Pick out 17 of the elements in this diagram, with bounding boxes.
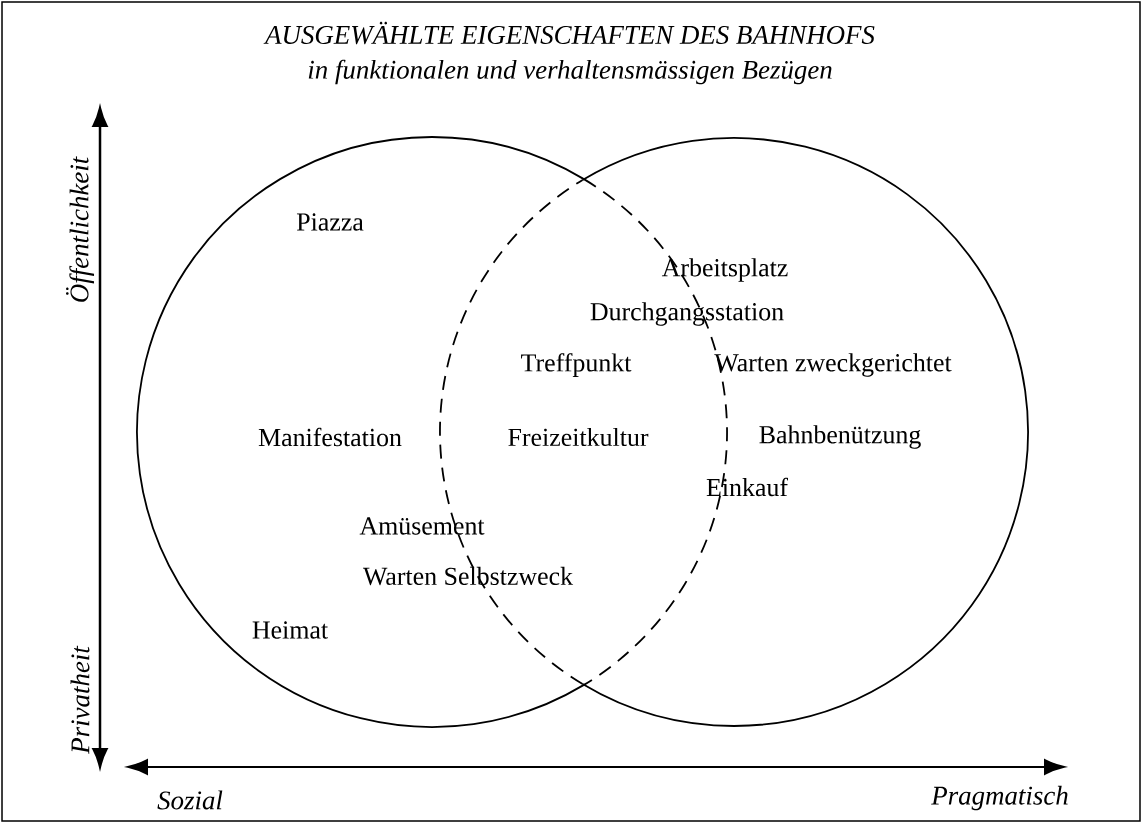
property-label: Piazza [296, 213, 364, 231]
property-label: Heimat [252, 621, 328, 639]
axis-label: Sozial [157, 790, 223, 810]
property-label: Treffpunkt [521, 353, 632, 377]
property-label: Arbeitsplatz [661, 258, 788, 282]
subtitle: in funktionalen und verhaltensmässigen Bezügen [308, 59, 832, 85]
title: AUSGEWÄHLTE EIGENSCHAFTEN DES BAHNHOFS [263, 21, 875, 45]
property-label: Amüsement [359, 517, 485, 535]
property-label: Manifestation [258, 427, 402, 447]
property-label: Bahnbenützung [759, 425, 921, 449]
property-label: Warten Selbstzweck [363, 566, 574, 586]
property-label: Freizeitkultur [508, 427, 649, 447]
axis-label: Privatheit [70, 645, 90, 754]
axis-label: Öffentlichkeit [66, 156, 94, 302]
axis-label: Pragmatisch [931, 785, 1068, 811]
property-label: Einkauf [706, 477, 788, 497]
property-label: Durchgangsstation [590, 302, 784, 326]
